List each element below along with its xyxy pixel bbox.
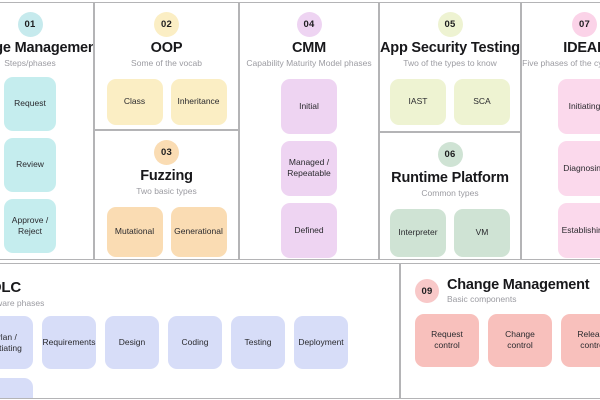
panel-subtitle: Two basic types xyxy=(136,186,197,197)
panel-title: CMM xyxy=(291,40,327,56)
panel-subtitle: Two of the types to know xyxy=(403,58,497,69)
panel-header: 07 IDEAL Five phases of the cyclical mod… xyxy=(522,3,600,69)
panel-subtitle: Some of the vocab xyxy=(131,58,202,69)
chip-item[interactable]: VM xyxy=(454,208,510,257)
panel-subtitle: Basic components xyxy=(447,294,517,305)
panel-number-badge: 09 xyxy=(415,279,439,303)
panel-title: Change Management xyxy=(447,277,590,293)
chip-list: IAST SCA xyxy=(380,69,520,131)
panel-subtitle: Five phases of the cyclical model xyxy=(522,58,600,69)
chip-item[interactable]: Generational xyxy=(170,206,227,257)
panel-number-badge: 06 xyxy=(437,142,463,167)
chip-item[interactable]: Design xyxy=(105,316,159,370)
chip-item[interactable]: Testing xyxy=(231,316,285,370)
chip-list: Request Review Approve / Reject Test Sch… xyxy=(0,69,93,259)
panel-05-app-security-testing[interactable]: 05 App Security Testing Two of the types… xyxy=(379,2,521,132)
chip-item[interactable]: Inheritance xyxy=(170,78,227,125)
panel-06-runtime-platform[interactable]: 06 Runtime Platform Common types Interpr… xyxy=(379,132,521,260)
chip-item[interactable]: Request xyxy=(4,76,56,131)
panel-title: App Security Testing xyxy=(380,40,520,56)
chip-item[interactable]: Requirements xyxy=(42,316,96,370)
chip-list: Class Inheritance xyxy=(95,69,238,129)
chip-list: Plan / Initiating Requirements Design Co… xyxy=(0,308,399,398)
panel-number-badge: 04 xyxy=(296,12,322,37)
panel-subtitle: Software phases xyxy=(0,297,45,308)
panel-subtitle: Steps/phases xyxy=(4,58,56,69)
panel-03-fuzzing[interactable]: 03 Fuzzing Two basic types Mutational Ge… xyxy=(94,130,239,260)
panel-number-badge: 02 xyxy=(154,12,179,37)
panel-number-badge: 03 xyxy=(154,140,179,165)
chip-item[interactable]: Maint / Ops xyxy=(0,378,33,398)
panel-header: 02 OOP Some of the vocab xyxy=(95,3,238,69)
chip-item[interactable]: Review xyxy=(4,137,56,192)
panel-header-text: Change Management Basic components xyxy=(447,277,590,305)
panel-title: IDEAL xyxy=(563,40,600,56)
chip-item[interactable]: Establishing xyxy=(557,202,600,258)
chip-item[interactable]: Managed / Repeatable xyxy=(281,140,337,196)
panel-01-change-management[interactable]: 01 Change Management Steps/phases Reques… xyxy=(0,2,94,260)
panel-07-ideal[interactable]: 07 IDEAL Five phases of the cyclical mod… xyxy=(521,2,600,260)
chip-item[interactable]: Change control xyxy=(488,313,552,367)
panel-header: 05 App Security Testing Two of the types… xyxy=(380,3,520,69)
panel-header: 06 Runtime Platform Common types xyxy=(380,133,520,199)
panel-02-oop[interactable]: 02 OOP Some of the vocab Class Inheritan… xyxy=(94,2,239,130)
panel-header: 03 Fuzzing Two basic types xyxy=(95,131,238,197)
chip-item[interactable]: Defined xyxy=(281,202,337,258)
panel-header: 01 Change Management Steps/phases xyxy=(0,3,93,69)
panel-subtitle: Common types xyxy=(421,188,479,199)
panel-subtitle: Capability Maturity Model phases xyxy=(246,58,372,69)
panel-08-sdlc[interactable]: 08 SDLC Software phases Plan / Initiatin… xyxy=(0,263,400,399)
chip-item[interactable]: Request control xyxy=(415,313,479,367)
panel-number-badge: 07 xyxy=(572,12,597,37)
chip-item[interactable]: Initiating xyxy=(557,78,600,134)
chip-item[interactable]: Mutational xyxy=(106,206,163,257)
panel-header: 09 Change Management Basic components xyxy=(401,264,600,305)
chip-item[interactable]: Release control xyxy=(561,313,600,367)
chip-item[interactable]: Approve / Reject xyxy=(4,198,56,253)
chip-item[interactable]: SCA xyxy=(454,78,510,125)
chip-list: Mutational Generational xyxy=(95,197,238,259)
panel-header: 04 CMM Capability Maturity Model phases xyxy=(240,3,378,69)
chip-item[interactable]: Plan / Initiating xyxy=(0,316,33,370)
panel-number-badge: 05 xyxy=(437,12,463,37)
chip-list: Request control Change control Release c… xyxy=(401,305,600,377)
chip-list: Initiating Diagnosing Establishing Actin… xyxy=(522,69,600,259)
chip-item[interactable]: IAST xyxy=(390,78,446,125)
panel-header: 08 SDLC Software phases xyxy=(0,264,399,308)
panel-04-cmm[interactable]: 04 CMM Capability Maturity Model phases … xyxy=(239,2,379,260)
panel-title: OOP xyxy=(150,40,183,56)
chip-item[interactable]: Interpreter xyxy=(390,208,446,257)
chip-item[interactable]: Initial xyxy=(281,78,337,134)
panel-09-change-management[interactable]: 09 Change Management Basic components Re… xyxy=(400,263,600,399)
panel-title: Change Management xyxy=(0,40,94,56)
panel-title: Runtime Platform xyxy=(391,170,509,186)
chip-list: Initial Managed / Repeatable Defined Qua… xyxy=(240,69,378,259)
panel-title: Fuzzing xyxy=(140,168,193,184)
chip-list: Interpreter VM xyxy=(380,199,520,259)
chip-item[interactable]: Diagnosing xyxy=(557,140,600,196)
chip-item[interactable]: Coding xyxy=(168,316,222,370)
chip-item[interactable]: Class xyxy=(106,78,163,125)
panel-title: SDLC xyxy=(0,279,22,296)
panel-number-badge: 01 xyxy=(17,12,43,37)
chip-item[interactable]: Deployment xyxy=(294,316,348,370)
